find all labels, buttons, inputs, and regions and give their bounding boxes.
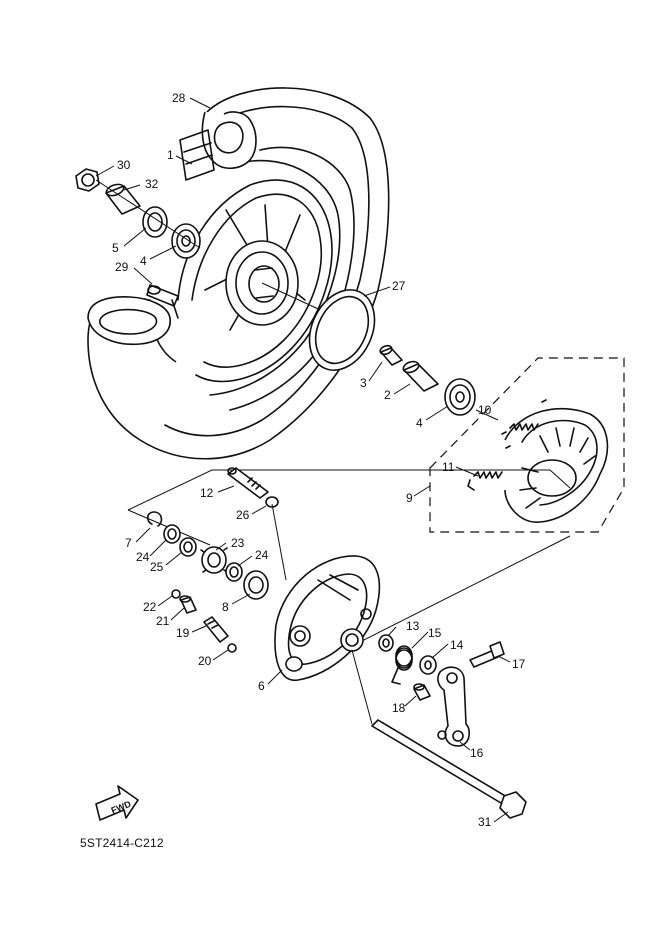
callout-18: 18	[392, 701, 406, 715]
indicator-plate	[419, 655, 437, 675]
callout-11: 11	[442, 460, 455, 474]
callout-8: 8	[222, 600, 229, 614]
pinion-gear	[203, 616, 229, 643]
spacer-small	[379, 344, 403, 366]
lever-bolt	[469, 641, 505, 668]
callout-19: 19	[176, 626, 190, 640]
tire-flap-ring	[308, 289, 376, 371]
axle-parts-top	[75, 168, 476, 416]
leader-lines	[95, 97, 511, 823]
callout-2: 2	[384, 388, 391, 402]
wheel-tire-assembly	[87, 87, 390, 460]
callout-24-right: 24	[255, 548, 269, 562]
callout-7: 7	[125, 536, 132, 550]
lever-bushing	[413, 683, 431, 701]
callout-26: 26	[236, 508, 250, 522]
hub-bearing	[243, 570, 269, 600]
callout-4-right: 4	[416, 416, 423, 430]
small-washer	[171, 589, 181, 599]
oil-seal	[142, 206, 168, 238]
diagram-code: 5ST2414-C212	[80, 836, 164, 850]
callout-31: 31	[478, 815, 492, 829]
drive-gear	[200, 546, 228, 574]
wheel-axle	[351, 649, 527, 819]
callout-5: 5	[112, 241, 119, 255]
callout-3: 3	[360, 376, 367, 390]
circlip	[146, 511, 163, 527]
bearing-left	[171, 223, 201, 259]
callout-23: 23	[231, 536, 245, 550]
callout-30: 30	[117, 158, 131, 172]
callout-13: 13	[406, 619, 420, 633]
callout-16: 16	[470, 746, 484, 760]
thrust-washer	[179, 537, 197, 557]
washer-left	[163, 524, 181, 544]
callout-6: 6	[258, 679, 265, 693]
callout-21: 21	[156, 614, 170, 628]
brake-shoe-kit	[429, 357, 625, 533]
thrust-ring	[227, 643, 237, 653]
bushing	[179, 595, 197, 614]
callout-22: 22	[143, 600, 157, 614]
callout-4-top: 4	[140, 254, 147, 268]
brake-plate	[271, 503, 381, 681]
callout-32: 32	[145, 177, 159, 191]
brake-cam-lever	[437, 666, 471, 747]
spacer-long	[402, 360, 439, 392]
callout-17: 17	[512, 657, 526, 671]
bearing-right	[444, 378, 476, 416]
o-ring	[265, 496, 279, 508]
air-valve	[146, 284, 179, 319]
return-spring	[391, 645, 413, 685]
collar	[105, 183, 141, 215]
callout-12: 12	[200, 486, 214, 500]
callout-20: 20	[198, 654, 212, 668]
cam-seal	[378, 634, 394, 652]
callout-29: 29	[115, 260, 129, 274]
callout-24-left: 24	[136, 550, 150, 564]
drive-shaft	[227, 467, 269, 499]
callout-25: 25	[150, 560, 164, 574]
callout-28: 28	[172, 91, 186, 105]
callouts: 28 1 30 32 5 4 29 27 3 2 4 10 11 9 12 26…	[112, 91, 526, 829]
callout-14: 14	[450, 638, 464, 652]
forward-arrow-icon: FWD	[95, 785, 139, 821]
callout-15: 15	[428, 626, 442, 640]
callout-10: 10	[478, 403, 492, 417]
axle-nut	[75, 168, 100, 192]
callout-9: 9	[406, 491, 413, 505]
callout-1: 1	[167, 148, 174, 162]
washer-right	[225, 562, 243, 582]
callout-27: 27	[392, 279, 406, 293]
